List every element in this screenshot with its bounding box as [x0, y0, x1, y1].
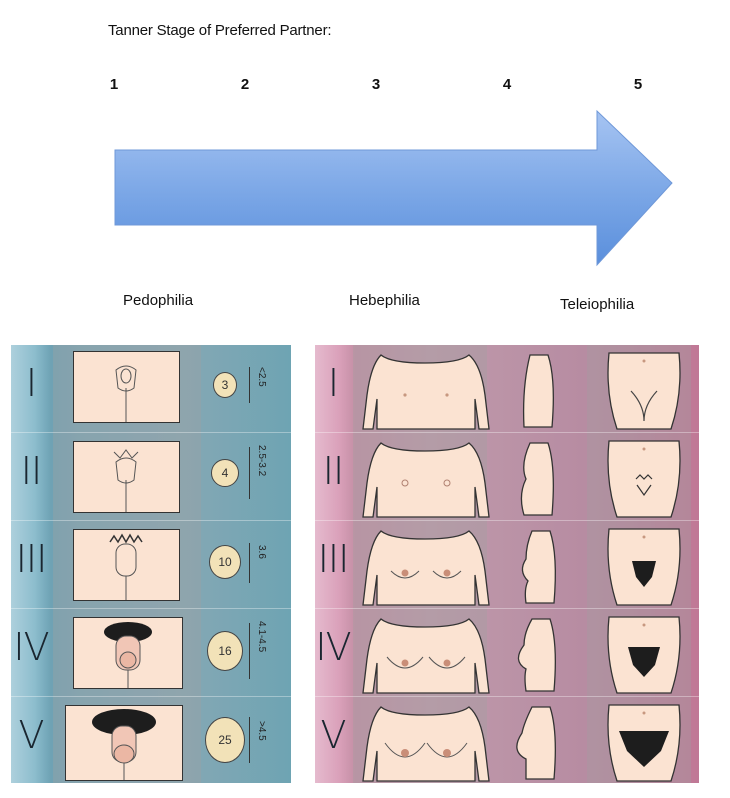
- length-scale-bar: [249, 717, 250, 763]
- female-torso-front: [362, 354, 490, 430]
- category-hebephilia: Hebephilia: [349, 292, 420, 309]
- female-tanner-panel: I II: [315, 345, 699, 783]
- female-torso-front: [362, 442, 490, 518]
- row-divider: [11, 696, 291, 697]
- male-stage-row-1: I 3 <2.5: [11, 345, 291, 432]
- arrow-body: [114, 109, 673, 267]
- row-divider: [315, 520, 699, 521]
- length-label: 4.1-4.5: [256, 621, 267, 653]
- female-torso-front: [362, 530, 490, 606]
- row-divider: [11, 520, 291, 521]
- female-stage-row-5: V: [315, 696, 699, 783]
- stage-number-4: 4: [502, 76, 512, 93]
- length-label: <2.5: [256, 367, 267, 387]
- female-roman-numeral: V: [320, 713, 347, 757]
- male-genital-drawing: [113, 449, 139, 512]
- category-teleiophilia: Teleiophilia: [560, 296, 635, 313]
- row-divider: [11, 608, 291, 609]
- female-panel-left-stripe: [315, 345, 355, 783]
- female-roman-numeral: II: [322, 449, 344, 493]
- male-genital-drawing: [104, 622, 152, 688]
- male-panel-left-stripe: [11, 345, 51, 783]
- testicular-volume-oval: 16: [207, 631, 243, 671]
- female-torso-side: [521, 530, 556, 604]
- length-label: 3.6: [256, 545, 267, 559]
- stage-number-2: 2: [240, 76, 250, 93]
- male-genital-tile: [65, 705, 183, 781]
- diagram-title: Tanner Stage of Preferred Partner:: [108, 22, 332, 39]
- female-torso-side: [516, 706, 556, 780]
- female-pubic-drawing: [607, 352, 681, 430]
- row-divider: [315, 432, 699, 433]
- female-torso-front: [362, 706, 490, 782]
- female-pubic-drawing: [607, 704, 681, 782]
- row-divider: [315, 696, 699, 697]
- female-roman-numeral: IV: [315, 625, 351, 669]
- male-roman-numeral: I: [25, 361, 37, 405]
- female-pubic-drawing: [607, 528, 681, 606]
- male-stage-row-5: V 25 >4.5: [11, 696, 291, 783]
- male-genital-tile: [73, 351, 180, 423]
- female-torso-side: [517, 618, 556, 692]
- length-label: >4.5: [256, 721, 267, 741]
- female-stage-row-1: I: [315, 345, 699, 432]
- female-torso-side: [520, 442, 554, 516]
- stage-number-3: 3: [371, 76, 381, 93]
- male-genital-drawing: [109, 533, 143, 600]
- male-roman-numeral: III: [15, 537, 48, 581]
- stage-number-5: 5: [633, 76, 643, 93]
- testicular-volume-oval: 3: [213, 372, 237, 398]
- length-scale-bar: [249, 543, 250, 583]
- female-stage-row-4: IV: [315, 608, 699, 696]
- testicular-volume-oval: 25: [205, 717, 245, 763]
- male-roman-numeral: IV: [13, 625, 49, 669]
- male-roman-numeral: V: [18, 713, 45, 757]
- female-pubic-drawing: [607, 616, 681, 694]
- length-label: 2.5-3.2: [256, 445, 267, 477]
- length-scale-bar: [249, 623, 250, 679]
- female-torso-front: [362, 618, 490, 694]
- stage-number-1: 1: [109, 76, 119, 93]
- row-divider: [315, 608, 699, 609]
- category-pedophilia: Pedophilia: [123, 292, 194, 309]
- male-tanner-panel: I 3 <2.5 II 4 2.5-3.2 III: [11, 345, 291, 783]
- progression-arrow: [114, 109, 673, 267]
- length-scale-bar: [249, 367, 250, 403]
- row-divider: [11, 432, 291, 433]
- male-genital-tile: [73, 617, 183, 689]
- male-genital-tile: [73, 529, 180, 601]
- male-stage-row-4: IV 16 4.1-4.5: [11, 608, 291, 696]
- male-stage-row-2: II 4 2.5-3.2: [11, 432, 291, 520]
- female-roman-numeral: III: [317, 537, 350, 581]
- female-stage-row-2: II: [315, 432, 699, 520]
- male-genital-drawing: [92, 709, 156, 780]
- female-pubic-drawing: [607, 440, 681, 518]
- female-stage-row-3: III: [315, 520, 699, 608]
- female-torso-side: [522, 354, 554, 428]
- length-scale-bar: [249, 447, 250, 499]
- male-genital-tile: [73, 441, 180, 513]
- male-genital-drawing: [115, 365, 137, 422]
- testicular-volume-oval: 10: [209, 545, 241, 579]
- male-roman-numeral: II: [20, 449, 42, 493]
- testicular-volume-oval: 4: [211, 459, 239, 487]
- male-stage-row-3: III 10 3.6: [11, 520, 291, 608]
- female-roman-numeral: I: [327, 361, 339, 405]
